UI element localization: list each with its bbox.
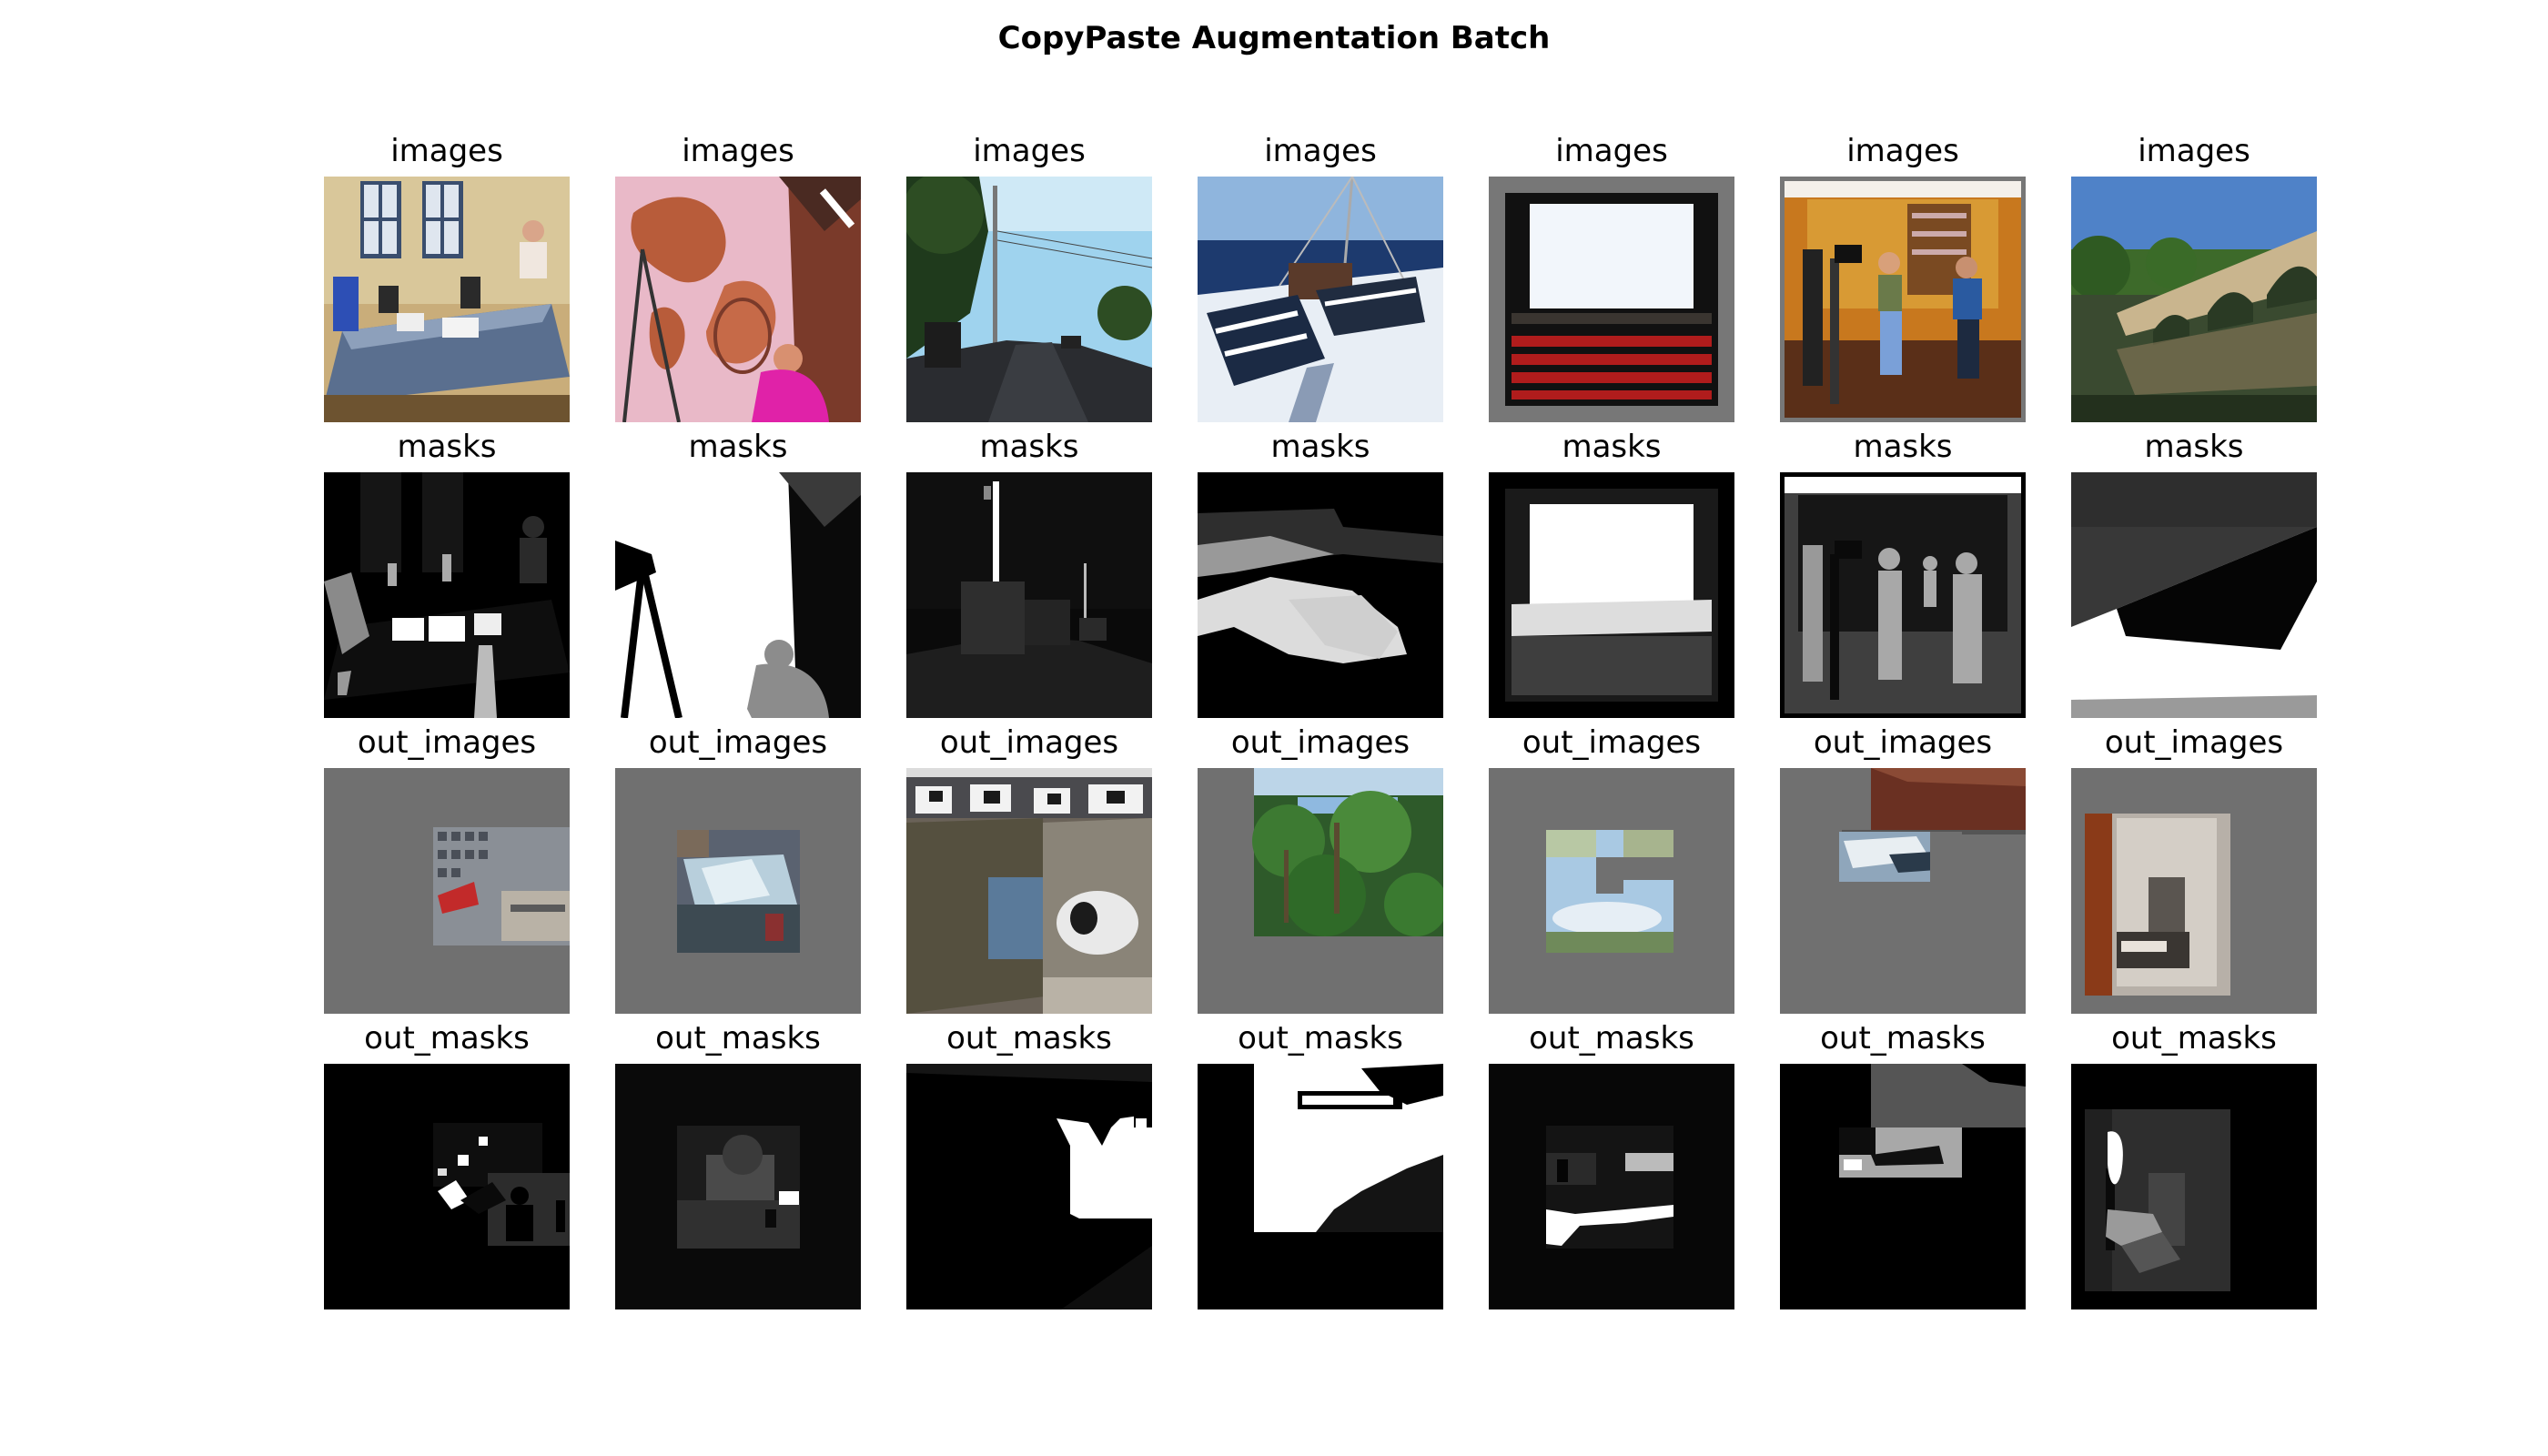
out-mask-label: out_masks [2111, 1020, 2277, 1057]
mask-label: masks [688, 429, 788, 465]
mask-label: masks [1270, 429, 1370, 465]
out-image-label: out_images [1230, 724, 1410, 761]
out-mask-4 [1198, 1064, 1443, 1309]
out-mask-2 [615, 1064, 861, 1309]
out-image-label: out_images [357, 724, 537, 761]
mask-label: masks [1562, 429, 1662, 465]
image-label: images [1264, 133, 1377, 169]
office-desk-photo [324, 177, 570, 422]
out-mask-label: out_masks [1820, 1020, 1986, 1057]
out-image-label: out_images [2104, 724, 2284, 761]
painted-wall-photo [615, 177, 861, 422]
out-mask-6 [1780, 1064, 2026, 1309]
pasted-sky-patches-on-gray [1489, 768, 1734, 1014]
image-label: images [390, 133, 503, 169]
film-set-photo [1780, 177, 2026, 422]
office-desk-mask [324, 472, 570, 718]
mask-label: masks [2144, 429, 2244, 465]
stone-bridge-mask [2071, 472, 2317, 718]
boat-deck-photo [1198, 177, 1443, 422]
boat-deck-mask [1198, 472, 1443, 718]
mask-label: masks [979, 429, 1079, 465]
out-mask-label: out_masks [1238, 1020, 1403, 1057]
street-photo [906, 177, 1152, 422]
pasted-palm-trees-on-gray [1198, 768, 1443, 1014]
stone-bridge-photo [2071, 177, 2317, 422]
film-set-mask [1780, 472, 2026, 718]
out-mask-3 [906, 1064, 1152, 1309]
out-image-label: out_images [939, 724, 1119, 761]
painted-wall-mask [615, 472, 861, 718]
cinema-screen-mask [1489, 472, 1734, 718]
out-image-label: out_images [648, 724, 828, 761]
out-mask-label: out_masks [946, 1020, 1112, 1057]
out-mask-label: out_masks [655, 1020, 821, 1057]
out-mask-7 [2071, 1064, 2317, 1309]
out-mask-5 [1489, 1064, 1734, 1309]
image-label: images [682, 133, 794, 169]
out-mask-label: out_masks [364, 1020, 530, 1057]
figure-title: CopyPaste Augmentation Batch [997, 20, 1551, 56]
image-label: images [1555, 133, 1668, 169]
image-label: images [2138, 133, 2250, 169]
image-label: images [973, 133, 1086, 169]
out-mask-label: out_masks [1529, 1020, 1694, 1057]
pasted-doorway-on-gray [2071, 768, 2317, 1014]
cinema-screen-photo [1489, 177, 1734, 422]
cattle-barn-photo [906, 768, 1152, 1014]
street-mask [906, 472, 1152, 718]
pasted-glacier-on-gray [615, 768, 861, 1014]
out-mask-1 [324, 1064, 570, 1309]
pasted-building-on-gray [324, 768, 570, 1014]
out-image-label: out_images [1813, 724, 1993, 761]
image-label: images [1846, 133, 1959, 169]
mask-label: masks [1853, 429, 1953, 465]
pasted-room-corner-on-gray [1780, 768, 2026, 1014]
mask-label: masks [397, 429, 497, 465]
out-image-label: out_images [1522, 724, 1702, 761]
